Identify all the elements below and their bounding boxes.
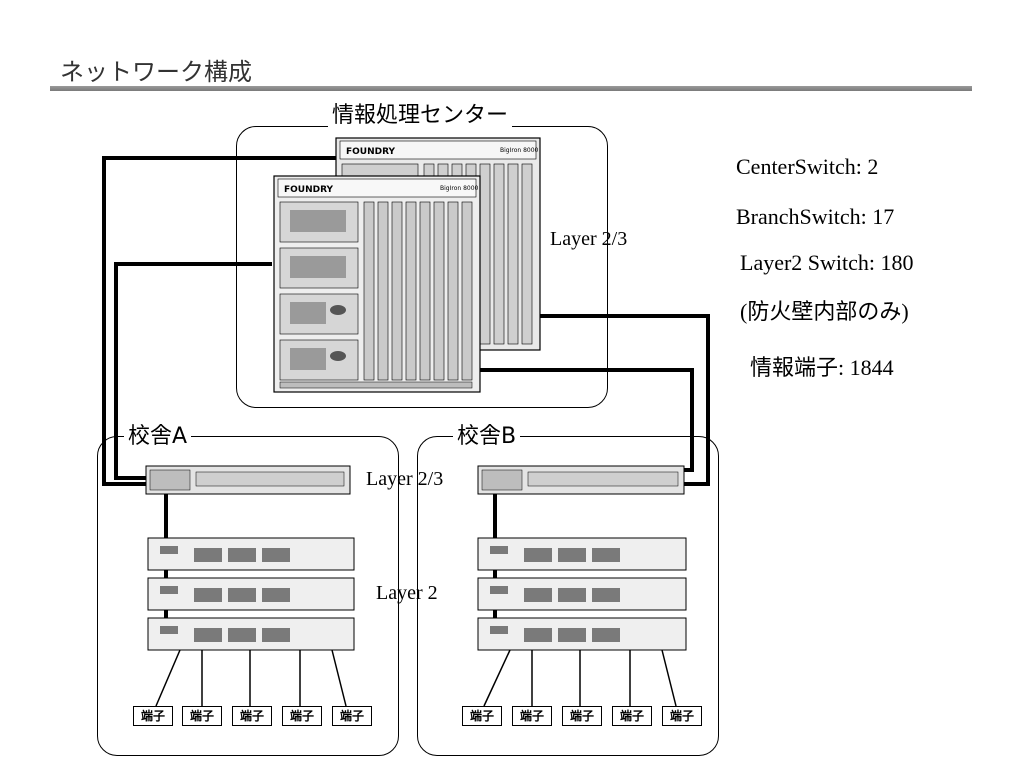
center-region-label: 情報処理センター — [328, 103, 513, 129]
uplink-a-outer — [102, 156, 340, 486]
terminal-a5: 端子 — [332, 706, 372, 726]
campus-b-label: 校舎B — [453, 424, 521, 450]
svg-text:BigIron 8000: BigIron 8000 — [500, 147, 539, 154]
branch-layer-label: Layer 2/3 — [366, 468, 444, 490]
uplink-a-inner — [114, 262, 272, 480]
campus-a-label: 校舎A — [124, 424, 192, 450]
terminal-a3: 端子 — [232, 706, 272, 726]
terminal-b4: 端子 — [612, 706, 652, 726]
branch-switch-a — [145, 465, 351, 495]
terminal-a1: 端子 — [133, 706, 173, 726]
terminal-drops — [155, 649, 677, 707]
title-rule — [50, 86, 972, 91]
campus-a-region — [97, 436, 399, 756]
center-switch-count: CenterSwitch: 2 — [736, 154, 879, 179]
uplink-lines — [102, 156, 710, 618]
branch-switch-b — [477, 465, 685, 495]
uplink-b-inner — [480, 368, 694, 472]
access-layer-label: Layer 2 — [376, 582, 438, 604]
terminal-count: 情報端子: 1844 — [750, 355, 894, 380]
svg-text:FOUNDRY: FOUNDRY — [284, 185, 334, 195]
terminal-a2: 端子 — [182, 706, 222, 726]
core-chassis-front: FOUNDRY BigIron 8000 — [273, 175, 481, 393]
terminal-b5: 端子 — [662, 706, 702, 726]
slide-title: ネットワーク構成 — [60, 58, 252, 86]
svg-text:BigIron 8000: BigIron 8000 — [440, 185, 479, 192]
svg-text:FOUNDRY: FOUNDRY — [346, 147, 396, 157]
terminal-b3: 端子 — [562, 706, 602, 726]
terminal-a4: 端子 — [282, 706, 322, 726]
terminal-b1: 端子 — [462, 706, 502, 726]
campus-b-region — [417, 436, 719, 756]
terminal-b2: 端子 — [512, 706, 552, 726]
branch-switch-count: BranchSwitch: 17 — [736, 204, 895, 229]
firewall-note: (防火壁内部のみ) — [740, 299, 909, 324]
layer2-switch-count: Layer2 Switch: 180 — [740, 250, 914, 275]
center-layer-label: Layer 2/3 — [550, 228, 628, 250]
uplink-b-outer — [540, 314, 710, 486]
